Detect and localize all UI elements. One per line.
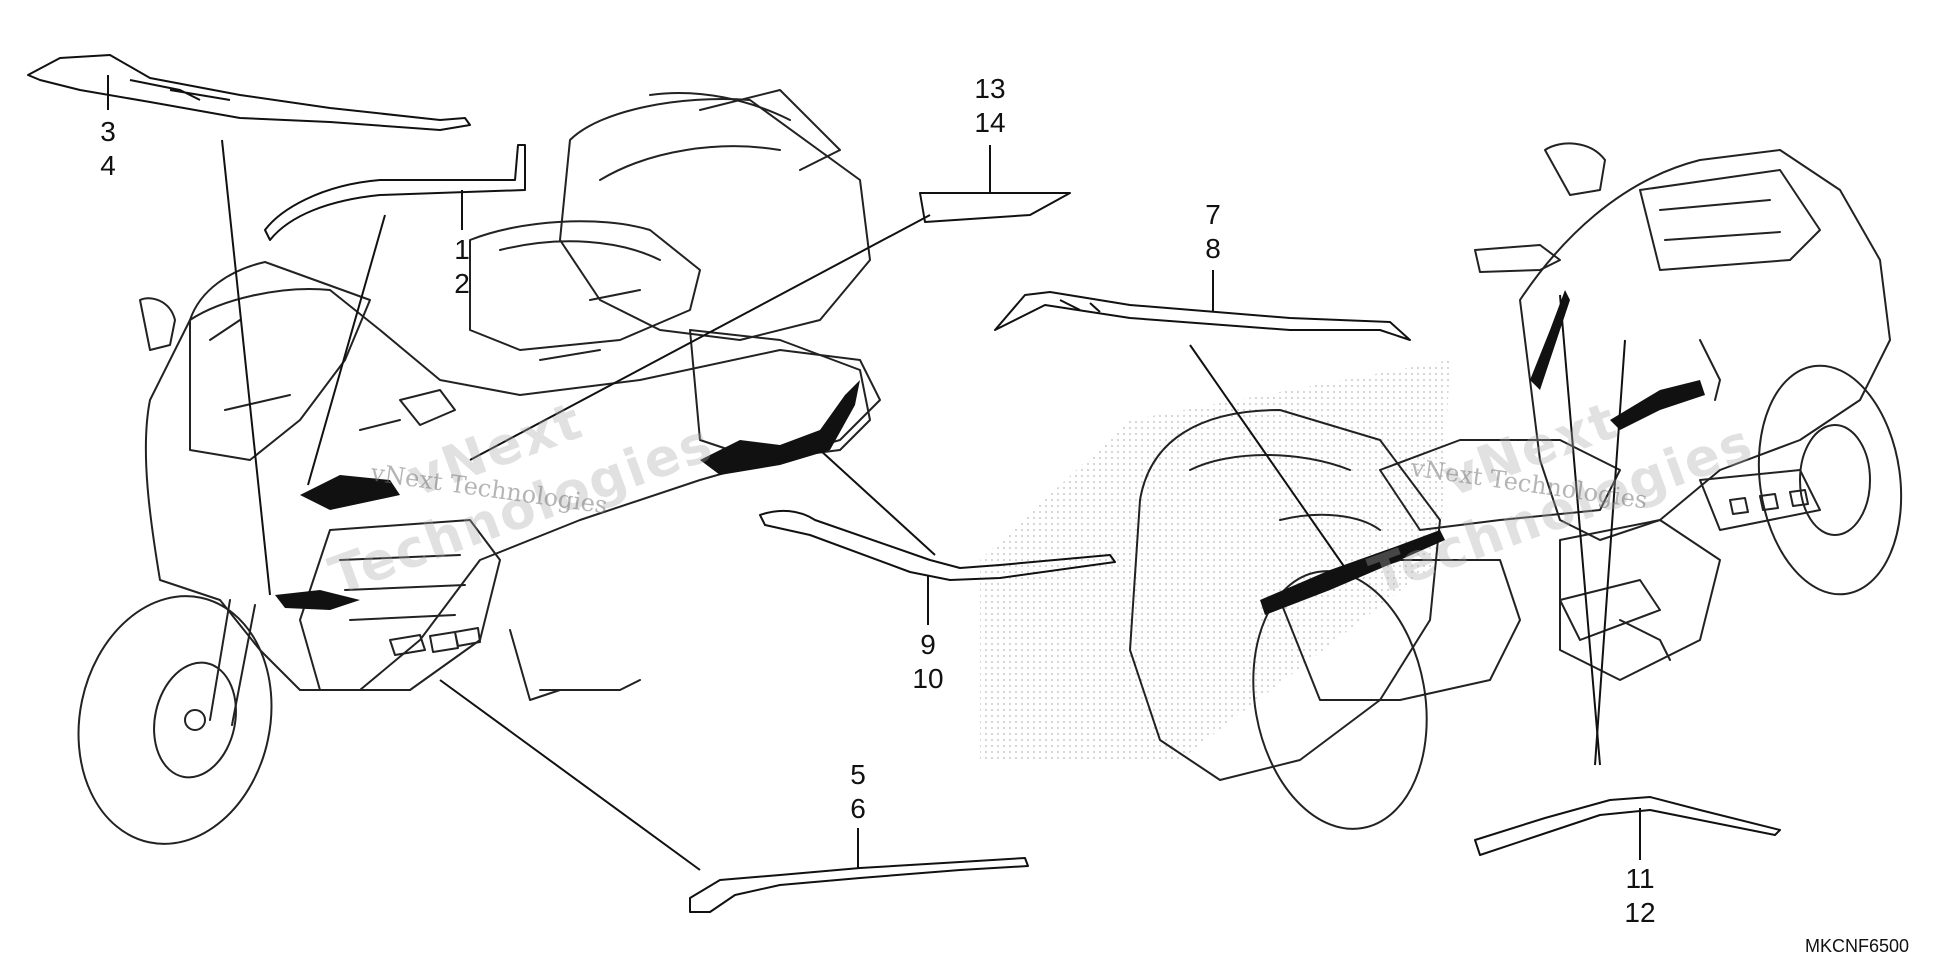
callout-number: 12	[1624, 897, 1656, 928]
callout-number: 3	[100, 116, 116, 147]
callout-5-6: 5 6	[828, 758, 888, 826]
callout-3-4: 3 4	[78, 115, 138, 183]
callout-number: 5	[850, 759, 866, 790]
right-motorcycle-drawing	[1129, 142, 1903, 830]
callout-1-2: 1 2	[432, 233, 492, 301]
callout-number: 8	[1205, 233, 1221, 264]
callout-9-10: 9 10	[898, 628, 958, 696]
callout-number: 2	[454, 268, 470, 299]
left-motorcycle-drawing	[77, 89, 881, 845]
right-stripes	[1260, 290, 1705, 615]
decal-parts	[27, 54, 1781, 913]
callout-number: 6	[850, 793, 866, 824]
callout-11-12: 11 12	[1610, 862, 1670, 930]
leader-lines	[107, 75, 1641, 871]
callout-number: 13	[974, 73, 1006, 104]
callout-number: 10	[912, 663, 944, 694]
halftone-background	[980, 360, 1450, 760]
diagram-reference-code: MKCNF6500	[1805, 936, 1910, 956]
callout-number: 7	[1205, 199, 1221, 230]
callout-number: 9	[920, 629, 936, 660]
callout-number: 1	[454, 234, 470, 265]
callout-number: 4	[100, 150, 116, 181]
callout-13-14: 13 14	[960, 72, 1020, 140]
callout-7-8: 7 8	[1183, 198, 1243, 266]
callout-number: 11	[1625, 863, 1655, 894]
callout-number: 14	[974, 107, 1006, 138]
